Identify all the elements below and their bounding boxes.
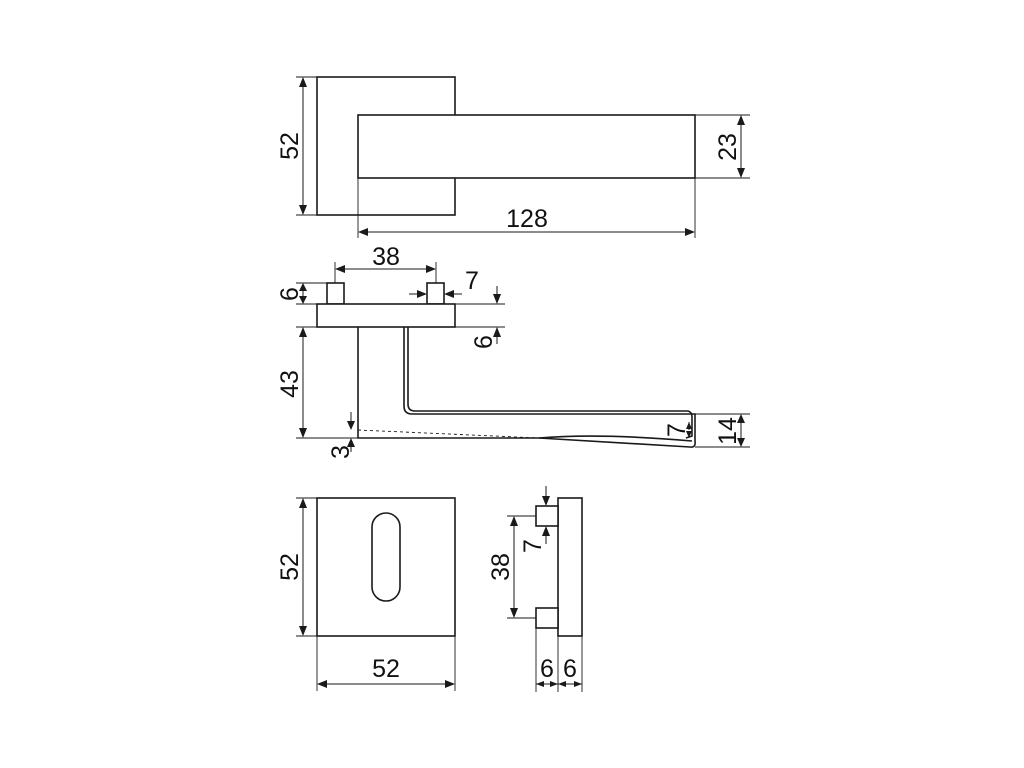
keyhole-slot xyxy=(371,512,401,602)
dimension-escutcheon-width: 52 xyxy=(316,636,456,691)
dimension-rose-thickness: 6 xyxy=(455,286,505,349)
side-view: 38 7 6 6 xyxy=(276,243,750,459)
dim-label-pin-spacing: 38 xyxy=(372,243,400,271)
dimension-lever-height: 23 xyxy=(695,114,750,179)
dim-label-escutcheon-pin-spacing: 38 xyxy=(487,553,515,581)
dimension-escutcheon-height: 52 xyxy=(276,497,317,637)
dimension-neck-height: 43 xyxy=(276,326,358,439)
escutcheon-front-view: 52 52 xyxy=(276,497,456,691)
dimension-escutcheon-pin-size: 7 xyxy=(519,486,558,553)
escutcheon-side-plate xyxy=(557,497,583,637)
top-view: 52 23 128 xyxy=(276,76,750,238)
escutcheon-side-view: 38 7 6 6 xyxy=(487,486,583,692)
dimension-escutcheon-pin-spacing: 38 xyxy=(487,515,536,619)
dim-label-drop: 3 xyxy=(327,445,355,459)
dimension-drop: 3 xyxy=(327,412,355,459)
dim-label-escutcheon-width: 52 xyxy=(372,655,400,683)
dim-label-escutcheon-pin-size: 7 xyxy=(519,539,547,553)
dim-label-neck-height: 43 xyxy=(276,370,304,398)
dimension-pin-height: 6 xyxy=(276,282,327,305)
dimension-pin-width: 7 xyxy=(409,267,479,298)
lever-outline xyxy=(357,114,696,179)
dim-label-escutcheon-pin-depth: 6 xyxy=(540,655,554,683)
escutcheon-pin-top xyxy=(535,505,559,527)
dim-label-escutcheon-height: 52 xyxy=(276,553,304,581)
escutcheon-pin-bottom xyxy=(535,607,559,629)
rose-plate xyxy=(316,303,456,328)
lever-inner-groove xyxy=(407,327,693,439)
dim-label-lever-length: 128 xyxy=(506,205,548,233)
lever-body-outline xyxy=(357,327,696,448)
dimension-pin-spacing: 38 xyxy=(334,243,437,283)
dim-label-lever-height: 23 xyxy=(714,133,742,161)
dimension-grip-height: 14 xyxy=(695,413,750,448)
dimension-tip-height: 7 xyxy=(663,422,692,438)
lever-underside-curve xyxy=(538,435,693,442)
dimension-escutcheon-depths: 6 6 xyxy=(535,628,583,692)
dim-label-rose-thickness: 6 xyxy=(470,335,498,349)
dim-label-grip-height: 14 xyxy=(714,417,742,445)
lever-hidden-line xyxy=(357,429,540,439)
dim-label-escutcheon-plate-depth: 6 xyxy=(563,655,577,683)
dim-label-pin-height: 6 xyxy=(276,287,304,301)
dimension-rose-height: 52 xyxy=(276,76,317,216)
pin-left xyxy=(326,282,345,305)
dimension-lever-length: 128 xyxy=(357,178,696,238)
dim-label-rose-height: 52 xyxy=(276,132,304,160)
pin-right xyxy=(426,282,445,305)
dim-label-pin-width: 7 xyxy=(465,267,479,295)
dim-label-tip-height: 7 xyxy=(663,423,691,437)
